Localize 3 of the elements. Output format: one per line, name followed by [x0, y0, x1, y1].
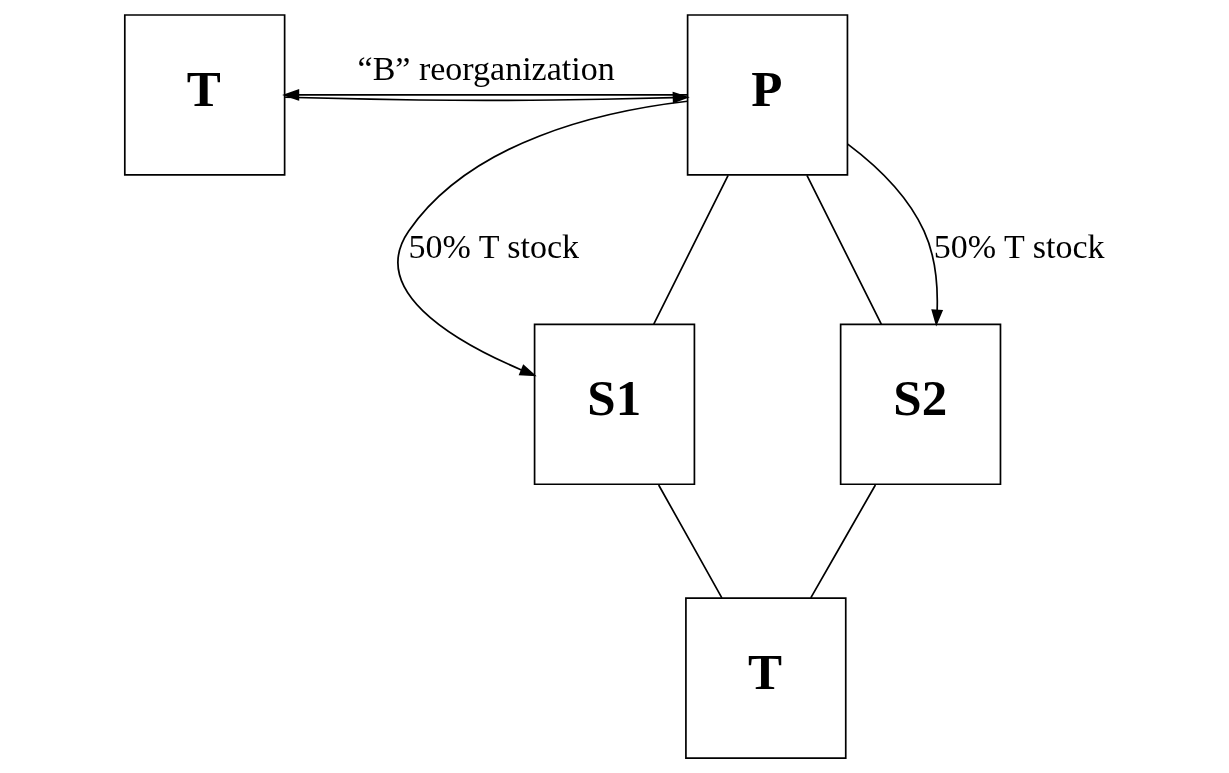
edge-label: 50% T stock	[408, 228, 580, 266]
edge-label: “B” reorganization	[357, 49, 615, 87]
edge-label: 50% T stock	[933, 228, 1105, 266]
